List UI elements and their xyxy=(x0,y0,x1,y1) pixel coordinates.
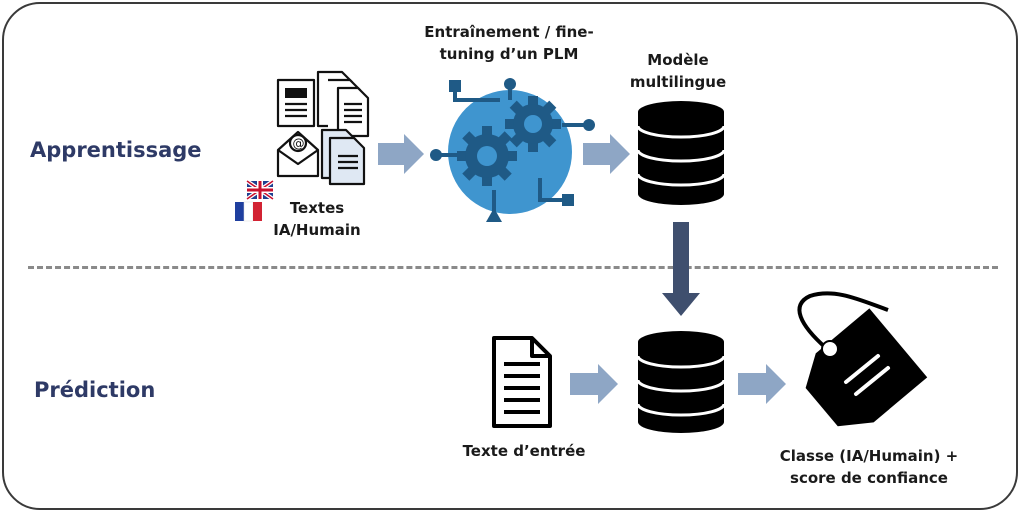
training-label: Entraînement / fine- tuning d’un PLM xyxy=(424,23,594,63)
uk-flag-icon xyxy=(245,179,275,201)
output-label: Classe (IA/Humain) + score de confiance xyxy=(779,447,959,487)
input-text-label: Texte d’entrée xyxy=(462,442,586,460)
svg-text:@: @ xyxy=(293,137,305,151)
section-learning-label: Apprentissage xyxy=(30,138,202,162)
gears-icon xyxy=(430,78,595,222)
tag-icon xyxy=(797,291,928,427)
france-flag-icon xyxy=(235,201,262,222)
arrow-training-to-model xyxy=(583,134,630,174)
section-divider xyxy=(28,266,998,269)
diagram-frame xyxy=(2,2,1018,510)
documents-icon: @ xyxy=(276,70,370,186)
section-prediction-label: Prédiction xyxy=(34,378,156,402)
texts-label: Textes IA/Humain xyxy=(273,199,361,239)
database-icon-prediction xyxy=(636,331,726,433)
arrow-model-to-tag xyxy=(738,364,786,404)
arrow-input-to-model xyxy=(570,364,618,404)
arrow-docs-to-training xyxy=(378,134,424,174)
model-label: Modèle multilingue xyxy=(629,51,727,91)
database-icon-model xyxy=(636,101,726,205)
document-icon xyxy=(492,336,552,428)
arrow-model-down xyxy=(662,222,700,316)
